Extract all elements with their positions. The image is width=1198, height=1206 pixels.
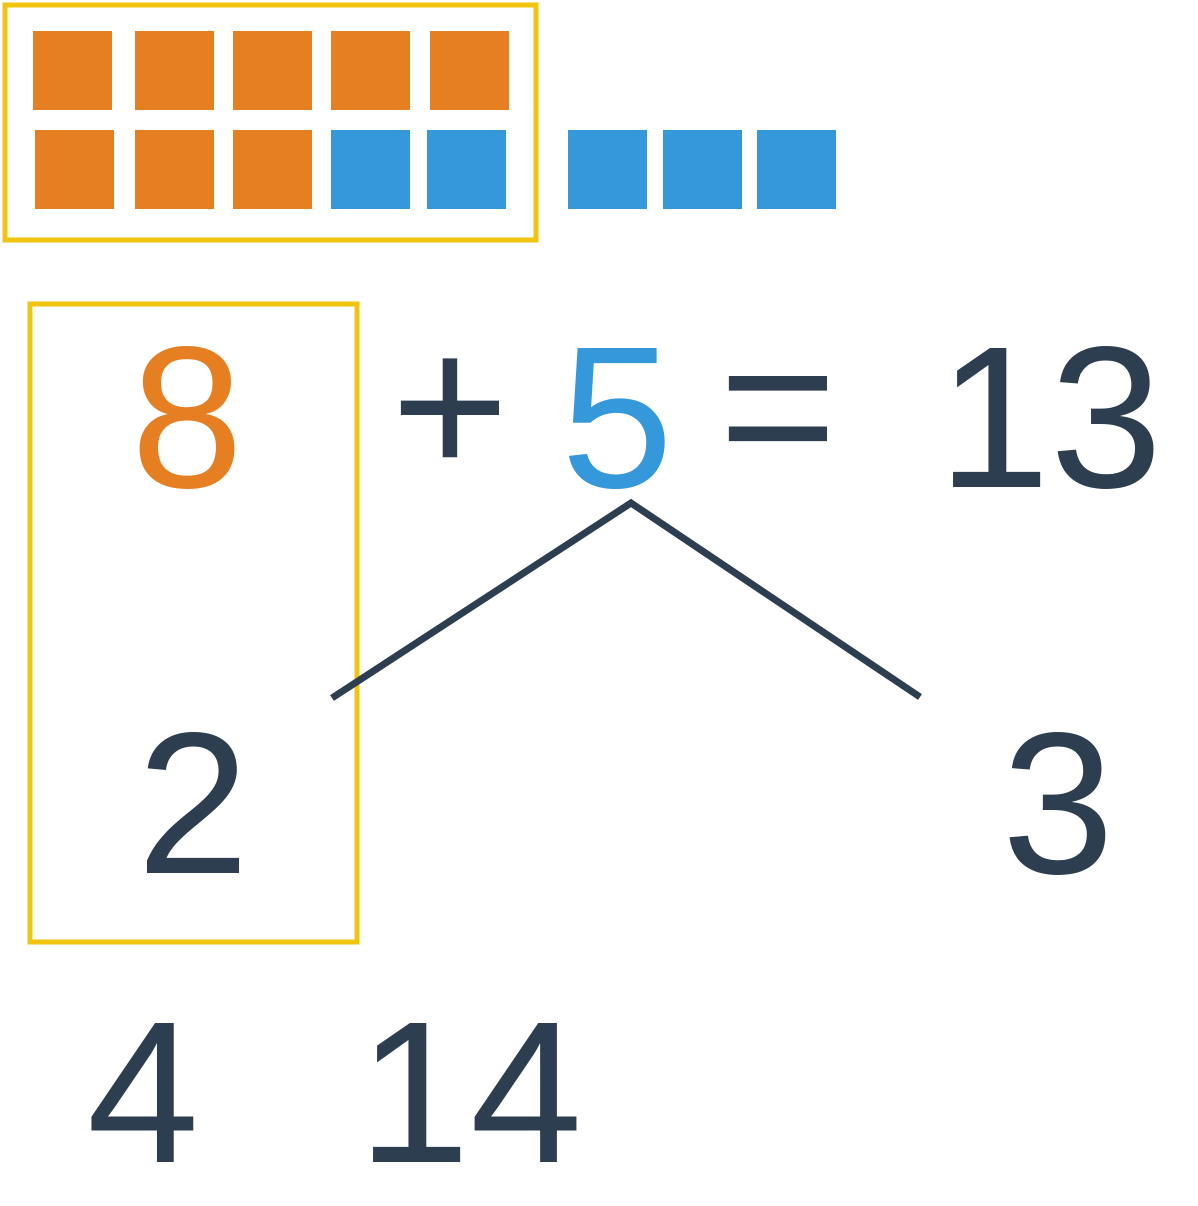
make-ten-box <box>27 301 360 945</box>
plus-sign: + <box>391 292 509 518</box>
blue-block <box>331 130 410 209</box>
number-4: 4 <box>87 979 199 1205</box>
orange-block <box>135 130 214 209</box>
orange-block <box>33 31 112 110</box>
orange-block <box>35 130 114 209</box>
orange-block <box>135 31 214 110</box>
orange-block <box>233 130 312 209</box>
blue-block <box>663 130 742 209</box>
part-2: 2 <box>137 690 249 916</box>
orange-block <box>430 31 509 110</box>
orange-block <box>233 31 312 110</box>
addend-5: 5 <box>561 304 673 530</box>
blue-block <box>568 130 647 209</box>
part-3: 3 <box>1002 690 1114 916</box>
blue-block <box>757 130 836 209</box>
ten-frame-box <box>2 2 539 243</box>
number-bond-lines <box>330 498 922 701</box>
sum-13: 13 <box>938 304 1163 530</box>
blocks <box>33 31 836 209</box>
addend-8: 8 <box>131 304 243 530</box>
equals-sign: = <box>719 292 837 518</box>
orange-block <box>331 31 410 110</box>
blue-block <box>427 130 506 209</box>
number-14: 14 <box>358 979 583 1205</box>
